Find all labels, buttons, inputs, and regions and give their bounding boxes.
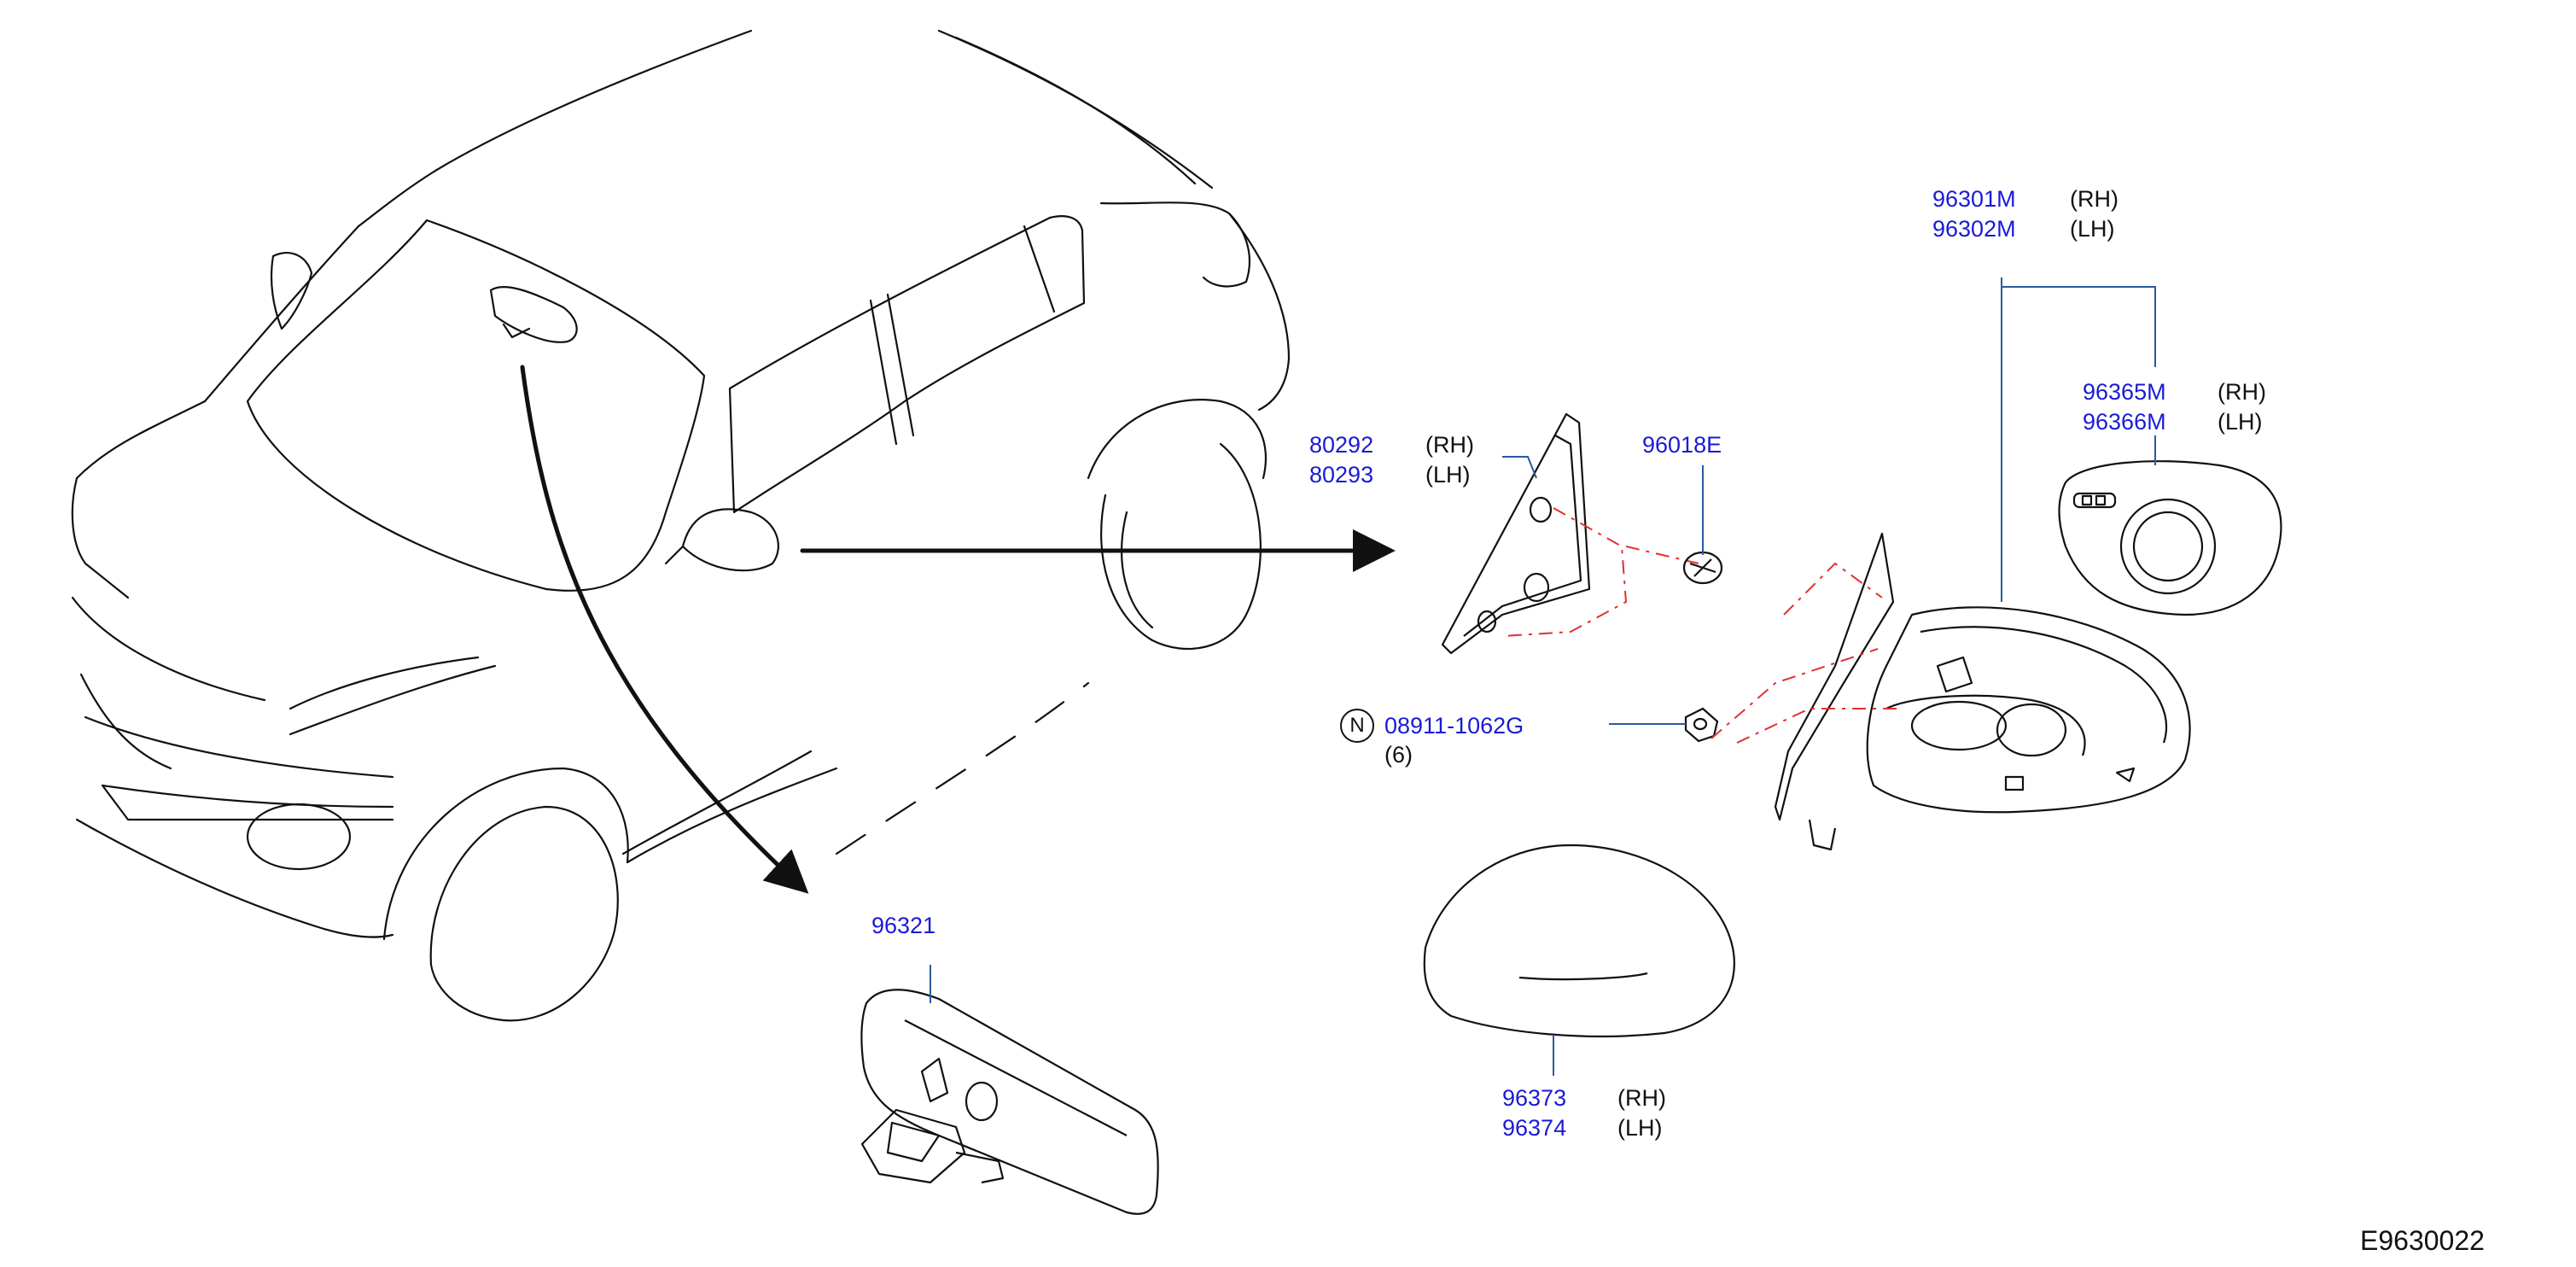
part-number-rh: 96301M [1932, 186, 2016, 212]
corner-finisher-drawing [1441, 412, 1591, 655]
side-label-lh: (LH) [1617, 1115, 1663, 1141]
side-label-rh: (RH) [2070, 186, 2118, 212]
grommet-drawing [1682, 551, 1723, 585]
leader-lines [930, 277, 2156, 1076]
part-number-lh: 96302M [1932, 216, 2016, 242]
part-number-lh: 96366M [2083, 409, 2166, 435]
arrow-to-inner-mirror [520, 365, 809, 894]
side-label-rh: (RH) [2218, 379, 2266, 405]
quantity-label: (6) [1384, 742, 1413, 768]
part-number-rh: 96373 [1502, 1085, 1567, 1111]
side-label-lh: (LH) [2070, 216, 2115, 242]
part-number-rh: 96365M [2083, 379, 2166, 405]
corner-finisher-phantom [1501, 507, 1699, 637]
part-number-rh: 80292 [1309, 432, 1374, 458]
part-number-96321: 96321 [871, 913, 936, 938]
door-mirror-phantom [1711, 562, 1903, 744]
leader-80292 [1502, 456, 1537, 479]
part-number-nut: 08911-1062G [1384, 713, 1524, 739]
nut-drawing [1684, 707, 1719, 743]
part-number-lh: 80293 [1309, 462, 1374, 488]
side-label-lh: (LH) [2218, 409, 2263, 435]
figure-code: E9630022 [2360, 1225, 2485, 1256]
vehicle-outline [71, 29, 1291, 1022]
mirror-glass-drawing [2058, 460, 2282, 616]
side-label-lh: (LH) [1425, 462, 1471, 488]
part-number-96018e: 96018E [1642, 432, 1722, 458]
leader-96301m-branch [2002, 286, 2156, 367]
side-label-rh: (RH) [1425, 432, 1474, 458]
n-badge-icon: N [1340, 709, 1374, 743]
side-label-rh: (RH) [1617, 1085, 1666, 1111]
mirror-cover-drawing [1423, 844, 1735, 1038]
door-mirror-assy-drawing [1774, 532, 2191, 851]
direction-arrows [520, 365, 1396, 894]
inner-mirror-drawing [860, 989, 1159, 1215]
part-number-lh: 96374 [1502, 1115, 1567, 1141]
